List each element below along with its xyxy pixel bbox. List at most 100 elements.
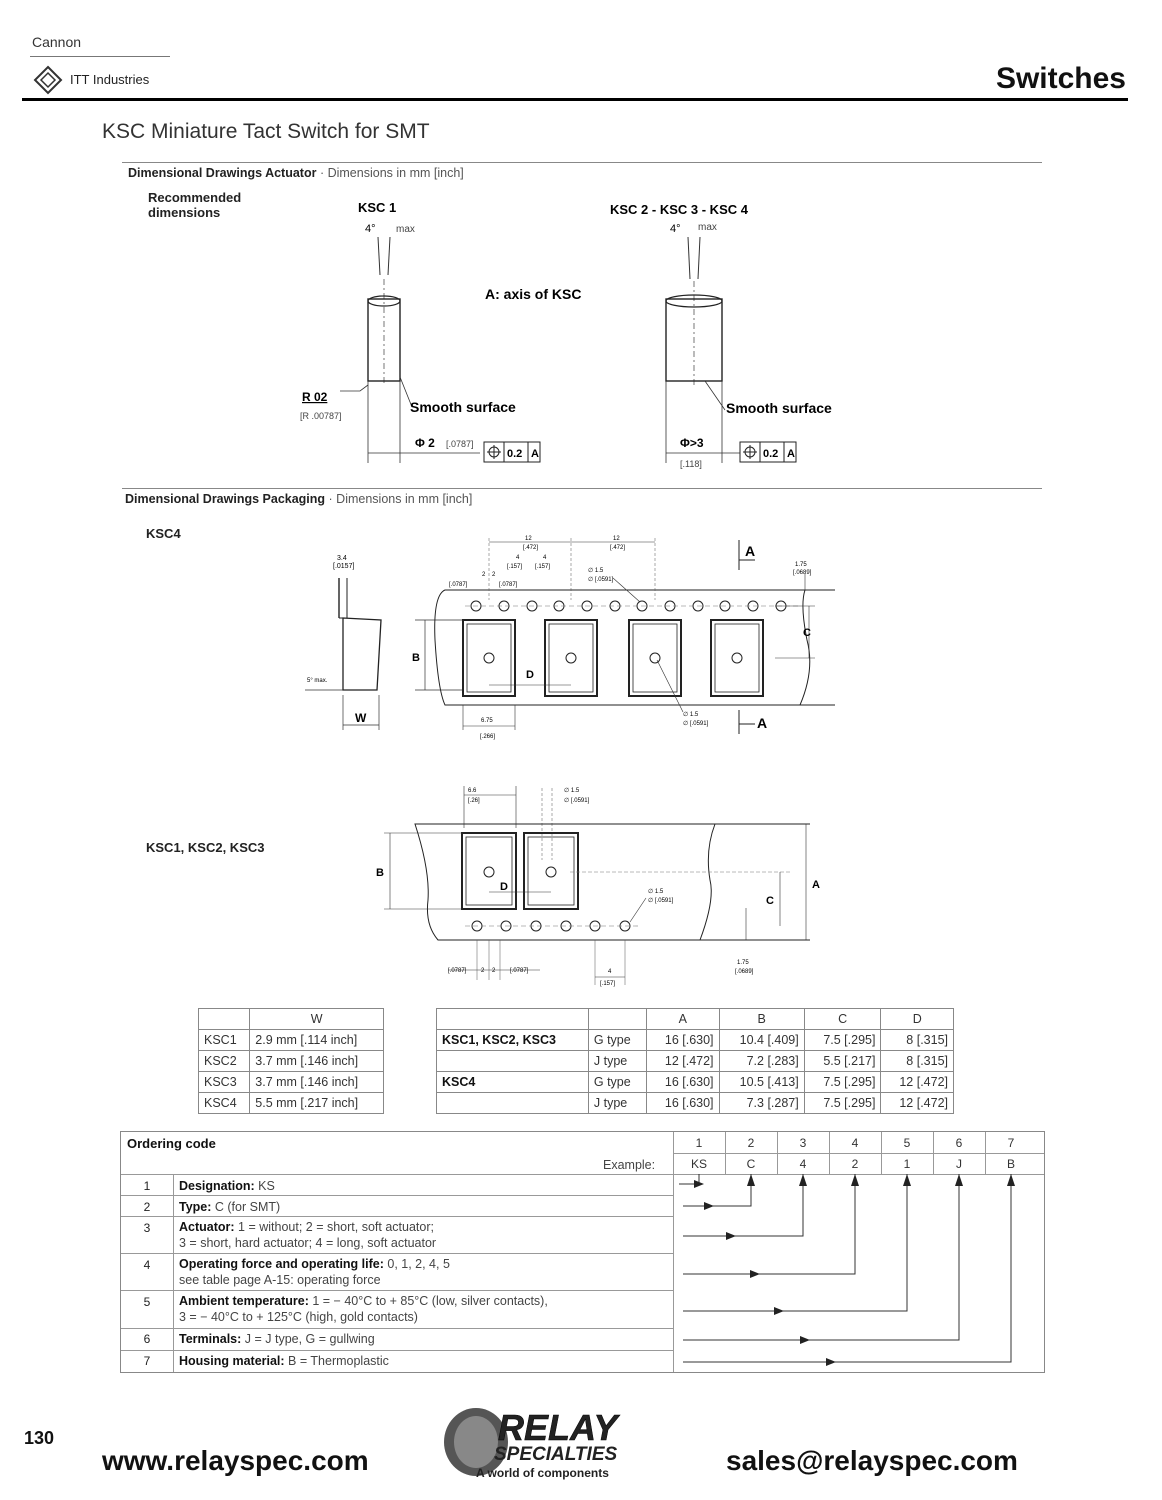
abcd-corner [436,1008,589,1030]
abcd-d: 12 [.472] [880,1071,954,1093]
table-row: KSC1, KSC2, KSC3 G type 16 [.630] 10.4 [… [436,1029,954,1051]
footer-email-link[interactable]: sales@relayspec.com [726,1445,1018,1476]
five-max: 5° max. [307,678,328,684]
dim-15d-inch: ∅ [.0591] [648,897,674,904]
actuator-title: Dimensional Drawings Actuator [128,166,317,180]
abcd-a: 12 [.472] [646,1050,720,1072]
brand-divider [30,56,170,57]
dim-675: 6.75 [481,718,493,724]
w-value: 5.5 mm [.217 inch] [249,1092,384,1114]
d-label-123: D [500,881,508,893]
axis-label: A: axis of KSC [485,286,581,302]
abcd-group [436,1050,589,1072]
dim-675-inch: [.266] [480,734,495,740]
table-row: KSC2 3.7 mm [.146 inch] [197,1050,384,1072]
abcd-header: C [803,1008,882,1030]
dim-4a-inch: [.157] [507,564,522,570]
row-value: KS [254,1179,275,1193]
dim-15c-inch: ∅ [.0591] [564,797,590,804]
dim-12a: 12 [525,536,532,542]
section-rule-2 [122,488,1042,489]
position-num: 4 [851,1136,859,1150]
position-num: 2 [747,1136,755,1150]
brand-cannon: Cannon [32,34,82,50]
dim-4c-inch: [.157] [600,981,615,987]
abcd-header: A [646,1008,720,1030]
doc-title: KSC Miniature Tact Switch for SMT [102,120,430,143]
row-label: Ambient temperature: [179,1294,309,1308]
position-num: 7 [1007,1136,1015,1150]
phi3-inch: [.118] [680,459,702,469]
row-num: 6 [143,1332,151,1346]
w-value: 2.9 mm [.114 inch] [249,1029,384,1051]
w-model: KSC1 [197,1029,251,1051]
row-text: Ambient temperature: 1 = − 40°C to + 85°… [179,1293,548,1325]
table-row: KSC4 5.5 mm [.217 inch] [197,1092,384,1114]
row-text: Housing material: B = Thermoplastic [179,1353,389,1369]
table-row: J type 12 [.472] 7.2 [.283] 5.5 [.217] 8… [436,1050,954,1072]
dim-2c-inch: [.0787] [448,968,467,974]
row-value: B = Thermoplastic [284,1354,389,1368]
r02-inch: [R .00787] [300,411,342,421]
ordering-arrows [679,1174,1015,1366]
row-label: Type: [179,1200,212,1214]
row-text: Terminals: J = J type, G = gullwing [179,1331,375,1347]
c-label-123: C [766,895,774,907]
a-label-top: A [745,543,755,559]
abcd-b: 10.4 [.409] [718,1029,805,1051]
row-label: Operating force and operating life: [179,1257,384,1271]
w-model: KSC3 [197,1071,251,1093]
angle-label-2: 4° [670,223,681,235]
abcd-group: KSC1, KSC2, KSC3 [436,1029,589,1051]
abcd-type: J type [587,1050,648,1072]
w-table-corner [197,1008,251,1030]
relay-specialties-logo: RELAY SPECIALTIES A world of components [444,1407,621,1480]
dim-175b-inch: [.0689] [735,969,754,975]
table-row: J type 16 [.630] 7.3 [.287] 7.5 [.295] 1… [436,1092,954,1114]
b-label-4: B [412,652,420,664]
tol-2: 0.2 [763,448,778,460]
abcd-c: 7.5 [.295] [803,1029,882,1051]
tol-1: 0.2 [507,448,522,460]
ksc4-tape-drawing: 3.4 [.0157] 5° max. W B [305,536,835,740]
row-text: Operating force and operating life: 0, 1… [179,1256,450,1288]
abcd-table: A B C D KSC1, KSC2, KSC3 G type 16 [.630… [436,1008,954,1114]
abcd-type: G type [587,1029,648,1051]
datum-1: A [531,448,539,460]
phi2-label: Φ 2 [415,436,435,450]
row-text: Designation: KS [179,1178,275,1194]
ksc1-label: KSC 1 [358,200,396,215]
packaging-section-title: Dimensional Drawings Packaging · Dimensi… [125,492,472,506]
row-label: Designation: [179,1179,255,1193]
dim-15d: ∅ 1.5 [648,888,664,895]
abcd-a: 16 [.630] [646,1029,720,1051]
example-value: C [746,1157,756,1171]
w-value: 3.7 mm [.146 inch] [249,1071,384,1093]
w-table-header: W [249,1008,384,1030]
r02-label: R 02 [302,390,328,404]
category-title: Switches [995,62,1126,95]
section-rule [122,162,1042,163]
footer-website-link[interactable]: www.relayspec.com [102,1445,369,1476]
position-num: 1 [695,1136,703,1150]
smooth-label-2: Smooth surface [726,400,832,416]
ksc234-label: KSC 2 - KSC 3 - KSC 4 [610,202,749,217]
w-value: 3.7 mm [.146 inch] [249,1050,384,1072]
ksc4-label: KSC4 [146,526,181,541]
tape-pockets [462,619,764,697]
row-label: Terminals: [179,1332,242,1346]
actuator-drawing: KSC 1 4° max R 02 [R .00787] Smooth surf… [300,200,832,469]
max-label-2: max [698,222,717,233]
dim-2c: 2 [481,968,485,974]
dim-66: 6.6 [468,788,477,794]
example-label: Example: [603,1158,656,1172]
ordering-code-table: Ordering code Example: 1 2 3 4 5 6 7 KS … [120,1131,1045,1373]
example-value: J [956,1157,962,1171]
dim-15c: ∅ 1.5 [564,787,580,794]
abcd-type: J type [587,1092,648,1114]
dim-4b: 4 [543,555,547,561]
example-value: 2 [851,1157,859,1171]
ksc123-tape-drawing: 6.6 [.26] ∅ 1.5 ∅ [.0591] B D C A ∅ 1.5 … [376,786,820,987]
logo-tagline: A world of components [476,1466,609,1480]
table-row: KSC3 3.7 mm [.146 inch] [197,1071,384,1093]
